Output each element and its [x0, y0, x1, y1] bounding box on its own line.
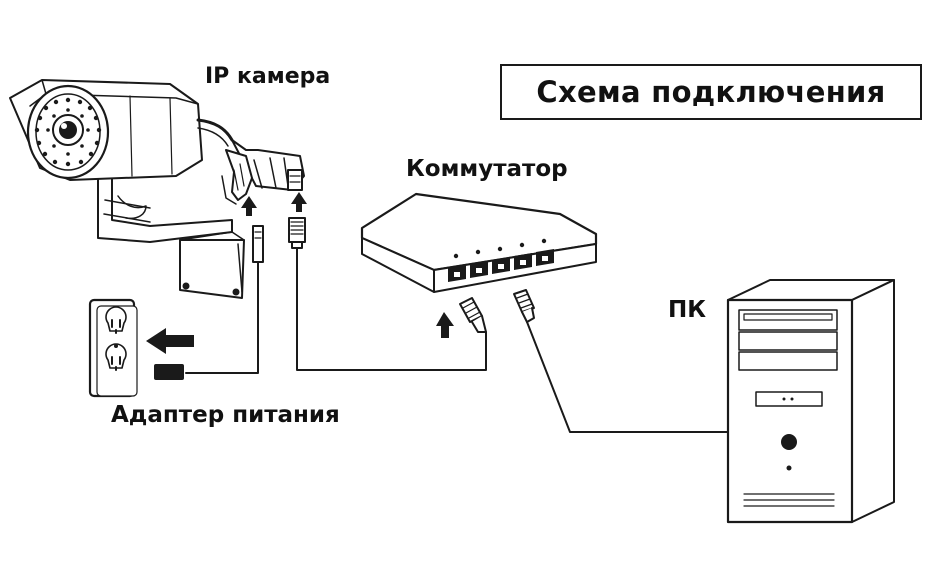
power-cable — [185, 261, 259, 374]
ir-leds — [34, 97, 102, 167]
label-switch: Коммутатор — [406, 156, 568, 182]
ip-camera-icon — [9, 79, 305, 299]
label-power-adapter: Адаптер питания — [111, 402, 340, 428]
arrow-icon — [241, 196, 257, 216]
rj45-plug-icon — [459, 297, 487, 333]
network-cable-switch-pc — [526, 321, 736, 433]
cables — [185, 247, 736, 433]
label-ip-camera: IP камера — [205, 64, 331, 89]
rj45-plug-icon — [288, 217, 306, 249]
power-plug-icon — [252, 225, 264, 263]
diagram-title: Схема подключения — [536, 75, 886, 109]
arrow-icon — [146, 328, 194, 354]
rj45-plug-icon — [513, 289, 535, 323]
network-cable-camera-switch — [296, 247, 487, 371]
title-box: Схема подключения — [500, 64, 922, 120]
power-adapter-icon — [154, 364, 184, 380]
arrow-icon — [291, 192, 307, 212]
pc-tower-icon — [726, 279, 895, 524]
arrow-icon — [436, 312, 454, 338]
label-pc: ПК — [668, 297, 707, 323]
wall-outlet-icon — [88, 298, 138, 398]
network-switch-icon — [360, 192, 598, 293]
